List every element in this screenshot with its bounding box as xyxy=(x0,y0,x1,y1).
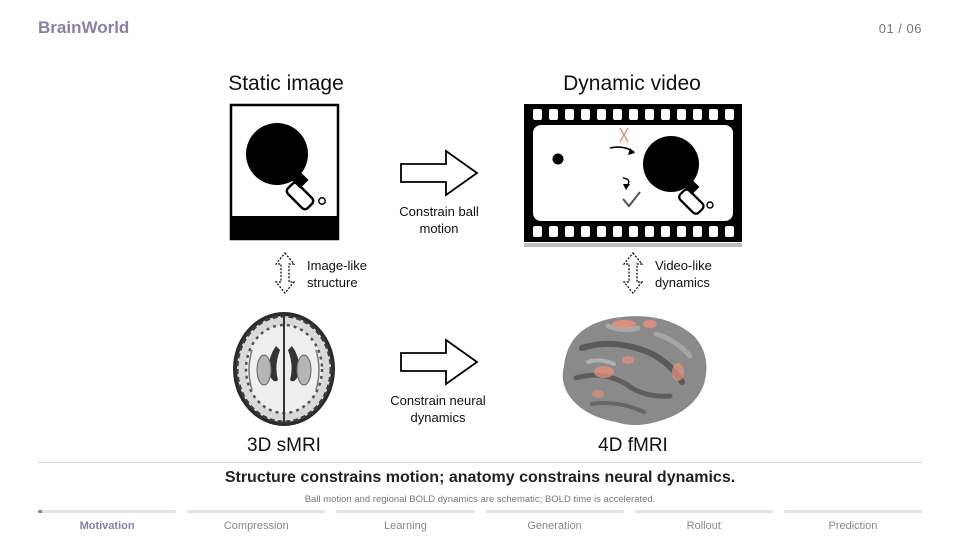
progress-step-motivation[interactable]: Motivation xyxy=(38,510,177,532)
brain-slice-icon xyxy=(233,312,335,426)
progress-bar xyxy=(485,510,624,513)
paddle-icon xyxy=(246,123,326,211)
film-strip xyxy=(524,104,742,247)
brain-surface-icon xyxy=(562,316,707,425)
double-arrow-icon xyxy=(274,252,296,294)
progress-bar xyxy=(38,510,177,513)
divider xyxy=(38,462,922,463)
paddle-icon xyxy=(643,136,714,215)
progress-label: Compression xyxy=(223,520,289,532)
double-arrow-icon xyxy=(622,252,644,294)
smri-title: 3D sMRI xyxy=(247,435,321,456)
fmri-title: 4D fMRI xyxy=(598,435,668,456)
caption-line: Constrain ball xyxy=(399,204,479,219)
progress-step-compression[interactable]: Compression xyxy=(187,510,326,532)
progress-bar xyxy=(336,510,475,513)
progress-bar xyxy=(783,510,923,513)
arrow-right-icon xyxy=(400,338,479,386)
summary-text: Structure constrains motion; anatomy con… xyxy=(224,469,736,486)
progress-step-learning[interactable]: Learning xyxy=(336,510,475,532)
caption-line: Image-like xyxy=(307,258,367,273)
progress-label: Learning xyxy=(384,520,427,532)
caption-line: Constrain neural xyxy=(390,393,486,408)
constrain-ball-caption: Constrain ball motion xyxy=(380,203,498,237)
progress-bar xyxy=(187,510,326,513)
progress-label: Prediction xyxy=(828,520,878,532)
progress-label: Generation xyxy=(527,520,582,532)
progress-label: Rollout xyxy=(686,520,721,532)
static-image-frame xyxy=(229,103,340,241)
cross-icon xyxy=(619,127,629,143)
page-indicator: 01 / 06 xyxy=(878,21,922,36)
brand-logo: BrainWorld xyxy=(38,18,130,37)
caption-line: dynamics xyxy=(410,410,466,425)
constrain-neural-caption: Constrain neural dynamics xyxy=(374,392,502,426)
caption-line: Video-like xyxy=(655,258,712,273)
caption-line: motion xyxy=(419,221,459,236)
check-icon xyxy=(622,191,641,208)
progress-step-prediction[interactable]: Prediction xyxy=(783,510,923,532)
footnote: Ball motion and regional BOLD dynamics a… xyxy=(304,494,656,505)
progress-step-rollout[interactable]: Rollout xyxy=(634,510,773,532)
caption-line: structure xyxy=(307,275,358,290)
image-like-caption: Image-like structure xyxy=(307,257,407,291)
progress-fill xyxy=(38,510,43,513)
dynamic-video-title: Dynamic video xyxy=(563,72,701,95)
arrow-right-icon xyxy=(400,149,479,197)
progress-bar xyxy=(634,510,773,513)
progress-label: Motivation xyxy=(79,520,135,532)
ball-icon xyxy=(552,153,564,165)
static-image-title: Static image xyxy=(228,72,344,95)
progress-step-generation[interactable]: Generation xyxy=(485,510,624,532)
video-like-caption: Video-like dynamics xyxy=(655,257,755,291)
progress-nav: Motivation Compression Learning Generati… xyxy=(38,510,923,532)
caption-line: dynamics xyxy=(655,275,710,290)
